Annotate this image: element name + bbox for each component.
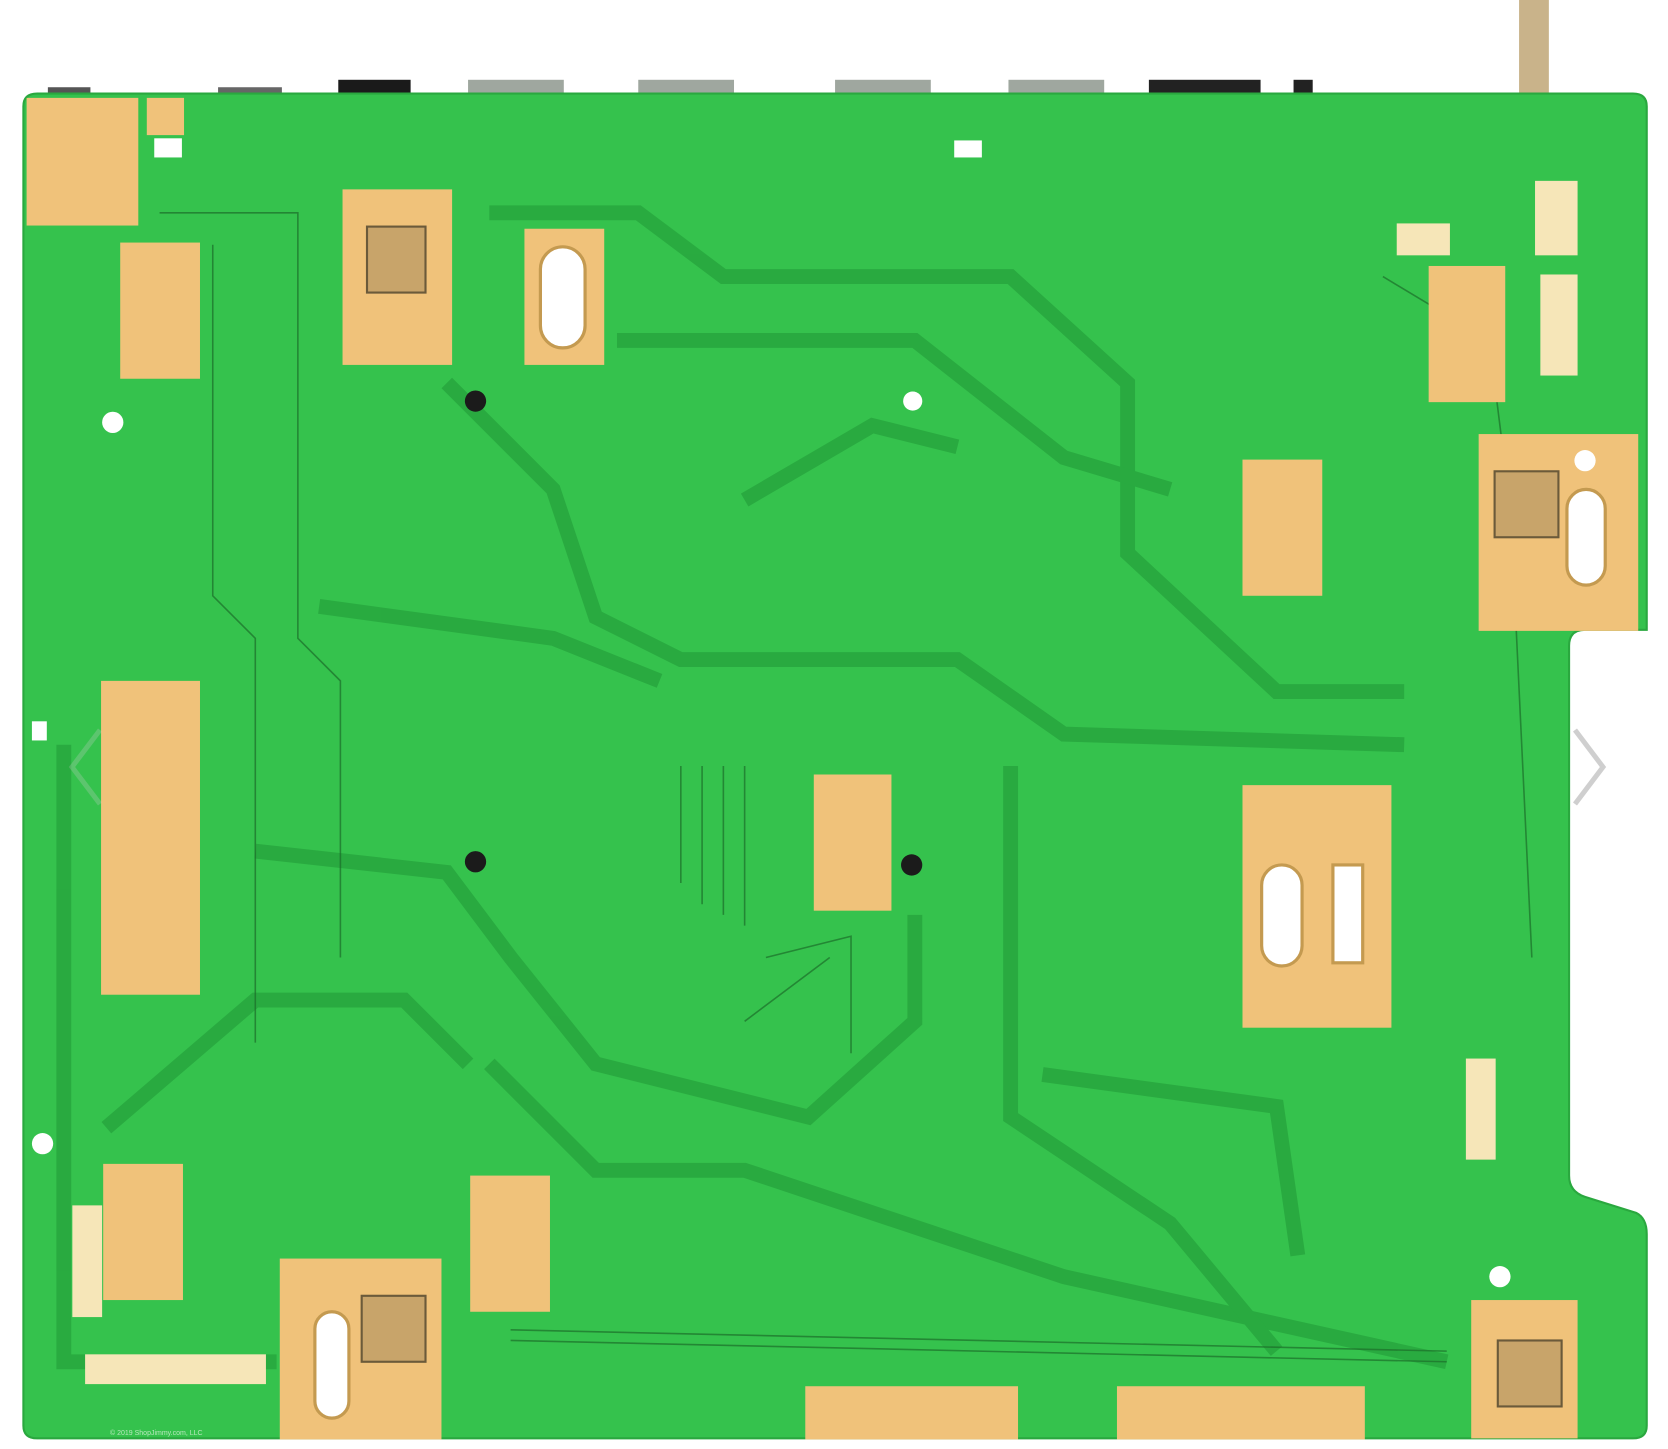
chevron-right-icon xyxy=(1573,728,1607,806)
holes xyxy=(31,138,1596,1288)
vias-dark xyxy=(464,390,923,876)
chevron-left-icon xyxy=(68,728,102,806)
trace-bundles xyxy=(56,205,1449,1370)
pcb-outline xyxy=(22,92,1648,1440)
mounting-slots xyxy=(313,245,1607,1420)
previous-image-button[interactable] xyxy=(62,722,112,812)
copyright-watermark: © 2019 ShopJimmy.com, LLC xyxy=(110,1430,203,1437)
next-image-button[interactable] xyxy=(1565,722,1615,812)
ground-clips xyxy=(360,225,1563,1408)
